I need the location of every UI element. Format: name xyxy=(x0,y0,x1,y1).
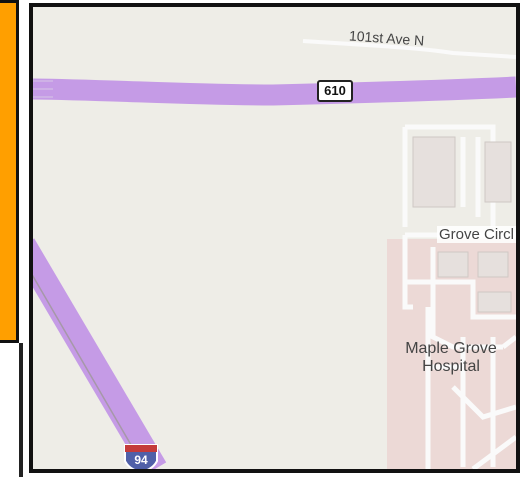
poi-hospital-line2: Hospital xyxy=(422,358,480,375)
route-610-shield-icon: 610 xyxy=(317,80,353,102)
street-label-grove-circle: Grove Circl xyxy=(437,226,516,243)
poi-label-hospital: Maple Grove Hospital xyxy=(391,340,511,376)
interstate-94 xyxy=(33,238,167,469)
highway-610 xyxy=(33,76,516,106)
map-view[interactable]: 101st Ave N Grove Circl Maple Grove Hosp… xyxy=(29,3,520,473)
road-101st-ave xyxy=(302,39,516,59)
interstate-94-median xyxy=(33,274,146,469)
orange-side-panel xyxy=(0,0,19,343)
campus-buildings xyxy=(412,136,512,313)
highway-610-ramps xyxy=(33,80,53,98)
poi-hospital-line1: Maple Grove xyxy=(405,340,497,357)
interstate-94-shield-icon xyxy=(124,444,158,469)
panel-divider xyxy=(19,343,23,477)
interstate-94-shield-label: 94 xyxy=(134,453,148,467)
